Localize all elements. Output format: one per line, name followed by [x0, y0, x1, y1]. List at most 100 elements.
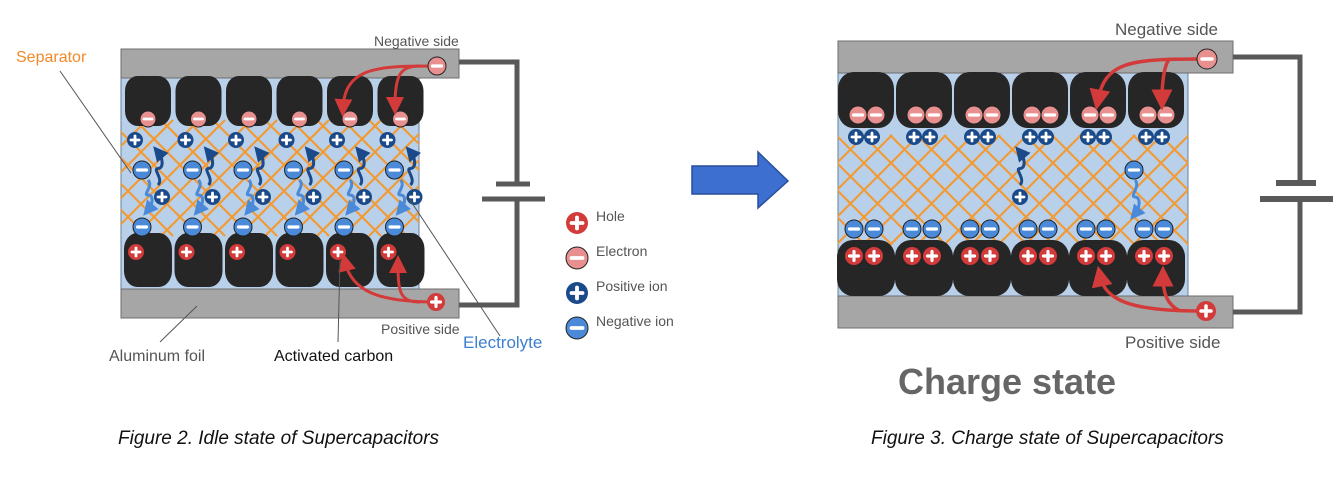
positive-ion-flow-arrow — [254, 146, 270, 187]
hole-flow-arrow — [389, 255, 421, 304]
activated-carbon-leader-line — [337, 259, 341, 343]
legend-item: Electron — [565, 243, 647, 270]
negative-ion-icon — [1134, 219, 1154, 239]
electron-icon — [427, 56, 447, 76]
positive-ion-icon — [922, 129, 938, 145]
carbon-particle — [226, 76, 272, 126]
electron-flow-arrow — [386, 64, 421, 115]
positive-ion-icon — [204, 189, 221, 205]
right-arrow-icon — [691, 150, 790, 210]
carbon-particle — [326, 233, 374, 287]
electron-icon — [1138, 105, 1158, 125]
positive-ion-icon — [1012, 189, 1028, 205]
hole-icon — [279, 244, 296, 260]
legend-item: Negative ion — [565, 313, 674, 340]
negative-ion-icon — [960, 219, 980, 239]
positive-ion-icon — [127, 132, 143, 148]
electron-flow-arrow — [1151, 57, 1173, 111]
negative-ion-icon — [1076, 219, 1096, 239]
legend-item: Hole — [566, 208, 625, 234]
separator-leader-line — [59, 70, 132, 174]
positive-ion-icon — [980, 129, 996, 145]
legend-label: Electron — [596, 243, 647, 259]
hole-icon — [1019, 247, 1037, 265]
negative-ion-icon — [132, 160, 152, 180]
positive-ion-icon — [864, 129, 880, 145]
negative-ion-icon — [334, 217, 354, 237]
negative-ion-icon — [1096, 219, 1116, 239]
hole-icon — [981, 247, 999, 265]
negative-ion-icon — [1124, 160, 1144, 180]
figure-3-charge-state: Negative side Positive side Charge state — [837, 20, 1333, 402]
electron-icon — [291, 110, 308, 128]
carbon-particle — [1069, 240, 1127, 296]
electron-icon — [240, 110, 258, 128]
legend-label: Negative ion — [596, 313, 674, 329]
carbon-particle — [953, 240, 1011, 296]
electron-icon — [341, 110, 359, 128]
negative-ion-flow-arrow — [193, 178, 210, 216]
negative-ion-icon — [385, 160, 404, 180]
positive-ion-flow-arrow — [355, 146, 371, 187]
negative-ion-icon — [844, 219, 864, 239]
positive-ion-icon — [379, 132, 396, 148]
negative-ion-icon — [284, 217, 303, 237]
negative-ion-flow-arrow — [294, 178, 311, 216]
circuit-wire-bottom — [459, 200, 520, 308]
negative-ion-icon — [233, 217, 253, 237]
positive-ion-icon — [356, 189, 372, 205]
positive-ion-icon — [848, 129, 864, 145]
positive-ion-flow-arrow — [304, 146, 321, 187]
electron-icon — [866, 105, 886, 125]
negative-aluminum-foil — [120, 48, 460, 79]
negative-ion-icon — [980, 219, 1000, 239]
positive-side-label: Positive side — [381, 321, 460, 337]
negative-ion-icon — [334, 160, 354, 180]
positive-ion-icon — [1096, 129, 1112, 145]
electron-icon — [906, 105, 926, 125]
positive-ion-icon — [255, 189, 271, 205]
positive-ion-icon — [406, 189, 423, 205]
electron-icon — [139, 110, 157, 128]
electrolyte-label: Electrolyte — [463, 333, 542, 352]
negative-ion-flow-arrow — [244, 178, 260, 216]
hole-icon — [903, 247, 921, 265]
electron-icon — [964, 105, 984, 125]
aluminum-foil-label: Aluminum foil — [109, 348, 205, 365]
electron-icon — [848, 105, 868, 125]
negative-ion-flow-arrow — [143, 178, 159, 216]
electron-icon — [565, 246, 589, 270]
circuit-wire-bottom — [1233, 198, 1303, 315]
hole-icon — [865, 247, 883, 265]
hole-icon — [845, 247, 863, 265]
positive-ion-flow-arrow — [153, 146, 169, 187]
negative-ion-icon — [183, 217, 202, 237]
negative-ion-flow-arrow — [1130, 178, 1146, 220]
carbon-particle — [125, 76, 171, 126]
carbon-particle — [225, 233, 273, 287]
hole-icon — [1097, 247, 1115, 265]
carbon-particle — [895, 240, 953, 296]
negative-ion-icon — [1018, 219, 1038, 239]
hole-icon — [923, 247, 941, 265]
hole-icon — [229, 244, 245, 260]
hole-icon — [1155, 247, 1173, 265]
hole-icon — [128, 244, 144, 260]
carbon-particle — [1011, 240, 1069, 296]
electron-icon — [1080, 105, 1100, 125]
hole-icon — [427, 293, 445, 311]
aluminum-foil-leader-line — [159, 305, 198, 343]
electron-icon — [1098, 105, 1118, 125]
carbon-particle — [175, 76, 222, 126]
negative-ion-icon — [385, 217, 404, 237]
positive-side-label: Positive side — [1125, 333, 1220, 352]
electron-icon — [924, 105, 944, 125]
electron-icon — [1156, 105, 1176, 125]
electron-icon — [190, 110, 207, 128]
hole-icon — [178, 244, 195, 260]
carbon-particle — [275, 233, 324, 287]
carbon-particle — [837, 240, 895, 296]
positive-ion-icon — [964, 129, 980, 145]
negative-ion-icon — [565, 316, 589, 340]
